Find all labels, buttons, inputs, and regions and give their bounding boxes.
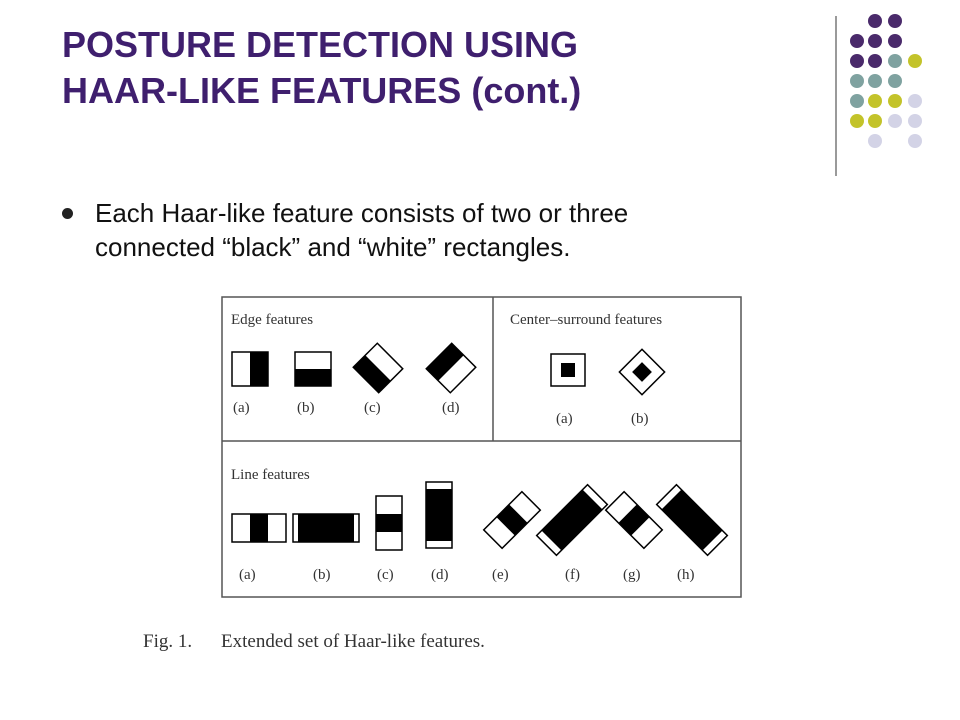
line-label-f: (f) bbox=[565, 567, 580, 583]
edge-feature-c bbox=[352, 342, 404, 394]
line-label-a: (a) bbox=[239, 567, 256, 583]
bullet-dot-icon bbox=[62, 208, 73, 219]
decor-dot bbox=[868, 74, 882, 88]
decor-dot bbox=[908, 114, 922, 128]
line-label-e: (e) bbox=[492, 567, 509, 583]
line-label-b: (b) bbox=[313, 567, 331, 583]
center-surround-heading: Center–surround features bbox=[510, 312, 662, 328]
edge-label-c: (c) bbox=[364, 400, 381, 416]
line-feature-h bbox=[655, 483, 729, 557]
decor-dot bbox=[888, 54, 902, 68]
decor-dot bbox=[868, 114, 882, 128]
decor-dot bbox=[868, 134, 882, 148]
edge-label-a: (a) bbox=[233, 400, 250, 416]
line-label-g: (g) bbox=[623, 567, 641, 583]
haar-features-svg: Edge features Center–surround features L… bbox=[221, 296, 742, 598]
decor-dot bbox=[850, 94, 864, 108]
line-feature-c bbox=[375, 495, 403, 551]
decor-dot bbox=[850, 74, 864, 88]
line-feature-a bbox=[231, 513, 287, 543]
bullet-line-1: Each Haar-like feature consists of two o… bbox=[95, 198, 629, 228]
bullet-line-2: connected “black” and “white” rectangles… bbox=[95, 232, 571, 262]
line-feature-e bbox=[482, 490, 542, 550]
divider-line bbox=[835, 16, 837, 176]
decor-dot bbox=[888, 94, 902, 108]
slide-title-line-1: POSTURE DETECTION USING bbox=[62, 24, 579, 65]
figure-frame bbox=[221, 296, 742, 598]
decor-dot bbox=[888, 74, 902, 88]
line-feature-g bbox=[604, 490, 664, 550]
haar-features-figure: Edge features Center–surround features L… bbox=[221, 296, 742, 598]
line-label-h: (h) bbox=[677, 567, 695, 583]
decor-dot bbox=[888, 114, 902, 128]
decor-dot bbox=[868, 54, 882, 68]
decor-dot bbox=[908, 134, 922, 148]
figure-caption-text: Extended set of Haar-like features. bbox=[221, 631, 485, 652]
edge-features-heading: Edge features bbox=[231, 312, 313, 328]
line-feature-f bbox=[535, 483, 609, 557]
decor-dot bbox=[888, 34, 902, 48]
decor-dot bbox=[850, 114, 864, 128]
edge-feature-d bbox=[425, 342, 477, 394]
line-label-c: (c) bbox=[377, 567, 394, 583]
edge-label-d: (d) bbox=[442, 400, 460, 416]
decor-dot bbox=[888, 14, 902, 28]
decor-dot bbox=[850, 54, 864, 68]
line-feature-b bbox=[292, 513, 360, 543]
line-feature-d bbox=[425, 481, 453, 549]
center-feature-a bbox=[550, 353, 586, 387]
center-label-a: (a) bbox=[556, 411, 573, 427]
line-features-heading: Line features bbox=[231, 467, 310, 483]
figure-caption: Fig. 1. Extended set of Haar-like feature… bbox=[143, 631, 485, 653]
decor-dot bbox=[868, 94, 882, 108]
edge-label-b: (b) bbox=[297, 400, 315, 416]
decor-dot bbox=[868, 14, 882, 28]
decorative-dot-grid bbox=[850, 14, 940, 154]
decor-dot bbox=[908, 94, 922, 108]
center-label-b: (b) bbox=[631, 411, 649, 427]
figure-caption-number: Fig. 1. bbox=[143, 631, 193, 652]
decor-dot bbox=[908, 54, 922, 68]
decor-dot bbox=[850, 34, 864, 48]
edge-feature-a bbox=[231, 351, 269, 387]
slide-title-line-2: HAAR-LIKE FEATURES (cont.) bbox=[62, 70, 582, 111]
center-feature-b bbox=[618, 348, 666, 396]
edge-feature-b bbox=[294, 351, 332, 387]
slide-title: POSTURE DETECTION USING HAAR-LIKE FEATUR… bbox=[62, 22, 822, 114]
bullet-text: Each Haar-like feature consists of two o… bbox=[95, 196, 835, 264]
line-label-d: (d) bbox=[431, 567, 449, 583]
decor-dot bbox=[868, 34, 882, 48]
